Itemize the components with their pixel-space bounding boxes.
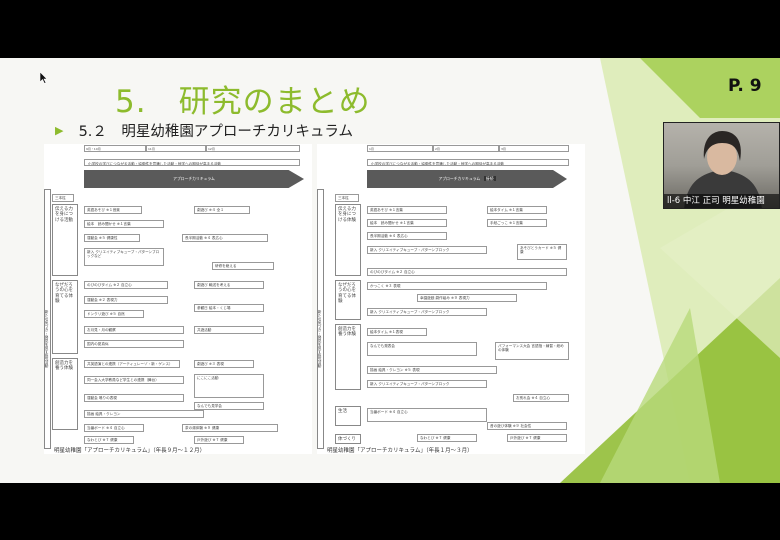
activity-cell: 手紙ごっこ ※１言葉 <box>487 219 547 228</box>
activity-cell: のびのびタイム ※２ 自立心 <box>367 268 567 277</box>
mouse-cursor-icon <box>40 72 48 84</box>
activity-cell: 英語あそび ※１言葉 <box>367 206 447 215</box>
month-header: 3月 <box>499 145 569 152</box>
goal-banner: 小学校の学びにつながる活動・協働性を意識した活動・就学への期待が高まる活動 <box>367 159 569 166</box>
slide-subtitle: 5.２ 明星幼稚園アプローチカリキュラム <box>78 124 353 140</box>
activity-cell: 当番ボード ※４ 自立心 <box>367 408 487 422</box>
activity-cell: 新入 クリエイティブキューブ・パターンブロック <box>367 246 487 255</box>
activity-cell: 当番ボード ※４ 自立心 <box>84 424 144 433</box>
side-label: 新たな気づき・発見を促す探究活動 <box>317 189 324 449</box>
slide-title: 5. 研究のまとめ <box>115 84 371 120</box>
activity-cell: 戸外遊び ※７ 健康 <box>507 434 567 443</box>
activity-cell: 新入 クリエイティブキューブ・パターンブロック <box>367 308 487 317</box>
activity-cell: パフォーマンス大会 言語指・練習・総めの体験 <box>495 342 569 360</box>
arrow-label: アプローチカリキュラム <box>173 176 215 181</box>
category-label: なぜだろうの心を育てる体験 <box>335 280 361 320</box>
approach-arrow: アプローチカリキュラム <box>84 170 304 188</box>
activity-cell: なわとび ※７ 健康 <box>417 434 477 443</box>
activity-cell: 国内の夏真似 <box>84 340 184 349</box>
activity-cell: 絵本タイム ※１言葉 <box>487 206 547 215</box>
category-label: 生活 <box>335 406 361 426</box>
participant-name-label: ll-6 中江 正司 明星幼稚園 <box>664 194 779 208</box>
month-header: 11月 <box>146 145 206 152</box>
chart-caption: 明星幼稚園「アプローチカリキュラム」（年長１月〜３月） <box>327 448 473 454</box>
activity-cell: 幸園遊戯 劇作組み ※９ 表現力 <box>417 294 517 303</box>
curriculum-chart-sep-dec: 9月・10月 11月 12月 小学校の学びにつながる活動・協働性を意識した活動・… <box>44 144 312 454</box>
category-label: 創造力を養う体験 <box>52 358 78 430</box>
activity-cell: かっこく ※３ 表現 <box>367 282 547 291</box>
goal-banner: 小学校の学びにつながる活動・協働性を意識した活動・就学への期待が高まる活動 <box>84 159 300 166</box>
month-header: 12月 <box>206 145 300 152</box>
activity-cell: 昔の遊び体験 ※９ 社会性 <box>487 422 567 431</box>
activity-cell: 同一会入大学教員など学生との連携（舞台） <box>84 376 184 385</box>
activity-cell: 描画 絵具・クレヨン <box>84 410 204 419</box>
category-label: 伝える力を身につける体験 <box>335 204 361 276</box>
activity-cell: お別れ会 ※４ 自立心 <box>513 394 569 403</box>
month-header: 1月 <box>367 145 433 152</box>
participant-video-tile[interactable]: ll-6 中江 正司 明星幼稚園 <box>663 122 780 209</box>
category-label: 創造力を養う体験 <box>335 324 361 390</box>
activity-cell: 新入 クリエイティブキューブ・パターンブロックなど <box>84 248 164 266</box>
activity-cell: あそびとうカード ※５ 健康 <box>517 244 567 260</box>
arrow-tag: 接続 <box>483 176 496 181</box>
category-label: なぜだろうの心を育てる体験 <box>52 280 78 354</box>
side-label: 新たな気づき・発見を促す探究活動 <box>44 189 51 449</box>
activity-cell: 運動会 ※５ 健康性 <box>84 234 140 243</box>
activity-cell: なんでも発表会 <box>367 342 477 356</box>
activity-cell: なんでも見学会 <box>194 402 264 411</box>
curriculum-chart-jan-mar: 1月 2月 3月 小学校の学びにつながる活動・協働性を意識した活動・就学への期待… <box>317 144 585 454</box>
activity-cell: 茶の湯体験 ※９ 健康 <box>182 424 278 433</box>
root-label: 三本柱 <box>52 194 74 203</box>
root-label: 三本柱 <box>335 194 359 203</box>
approach-arrow: アプローチカリキュラム 接続 <box>367 170 567 188</box>
activity-cell: 参観日 絵本・くじ場 <box>194 304 264 313</box>
activity-cell: 劇遊び ※４ 全１ <box>194 206 250 215</box>
month-header: 2月 <box>433 145 499 152</box>
activity-cell: 共遊活動 <box>194 326 264 335</box>
activity-cell: 描画 絵具・クレヨン ※５ 表現 <box>367 366 497 375</box>
activity-cell: ドンクリ遊び ※５ 自然 <box>84 310 144 319</box>
activity-cell: 戸外遊び ※７ 健康 <box>194 436 244 445</box>
activity-cell: 共英語演との連携（アーティュレーゾ・新・ゲンス） <box>84 360 180 369</box>
triangle-bullet-icon: ▶ <box>55 124 64 137</box>
activity-cell: 運動会 ※２ 表現力 <box>84 296 168 305</box>
chart-caption: 明星幼稚園「アプローチカリキュラム」（年長９月〜１２月） <box>54 448 206 454</box>
activity-cell: 長半期活動 ※４ 表広心 <box>367 232 447 241</box>
activity-cell: 英語あそび ※１音楽 <box>84 206 142 215</box>
activity-cell: 絵本 読み聞かせ ※１言葉 <box>367 219 447 228</box>
activity-cell: 研修を絶える <box>212 262 274 271</box>
page-number: P. 9 <box>728 76 762 96</box>
subtitle-row: ▶ 5.２ 明星幼稚園アプローチカリキュラム <box>55 120 353 140</box>
activity-cell: 絵本タイム ※１表現 <box>367 328 427 337</box>
activity-cell: にこにこ活動 <box>194 374 264 398</box>
category-label: 体づくり <box>335 434 361 444</box>
activity-cell: 劇遊び ※３ 表現 <box>194 360 254 369</box>
activity-cell: お月見・月の観察 <box>84 326 184 335</box>
category-label: 伝える力を身につける活動 <box>52 204 78 276</box>
arrow-label: アプローチカリキュラム <box>438 176 481 181</box>
activity-cell: 運動会 鳴りの表現 <box>84 394 184 403</box>
activity-cell: なわとび ※７ 健康 <box>84 436 134 445</box>
activity-cell: 長半期活動 ※４ 表広心 <box>182 234 268 243</box>
activity-cell: 絵本 読み聞かせ ※１言葉 <box>84 220 164 229</box>
activity-cell: 新入 クリエイティブキューブ・パターンブロック <box>367 380 487 389</box>
activity-cell: 劇遊び 輸送を考える <box>194 281 264 290</box>
activity-cell: のびのびタイム ※２ 自立心 <box>84 281 168 290</box>
month-header: 9月・10月 <box>84 145 146 152</box>
